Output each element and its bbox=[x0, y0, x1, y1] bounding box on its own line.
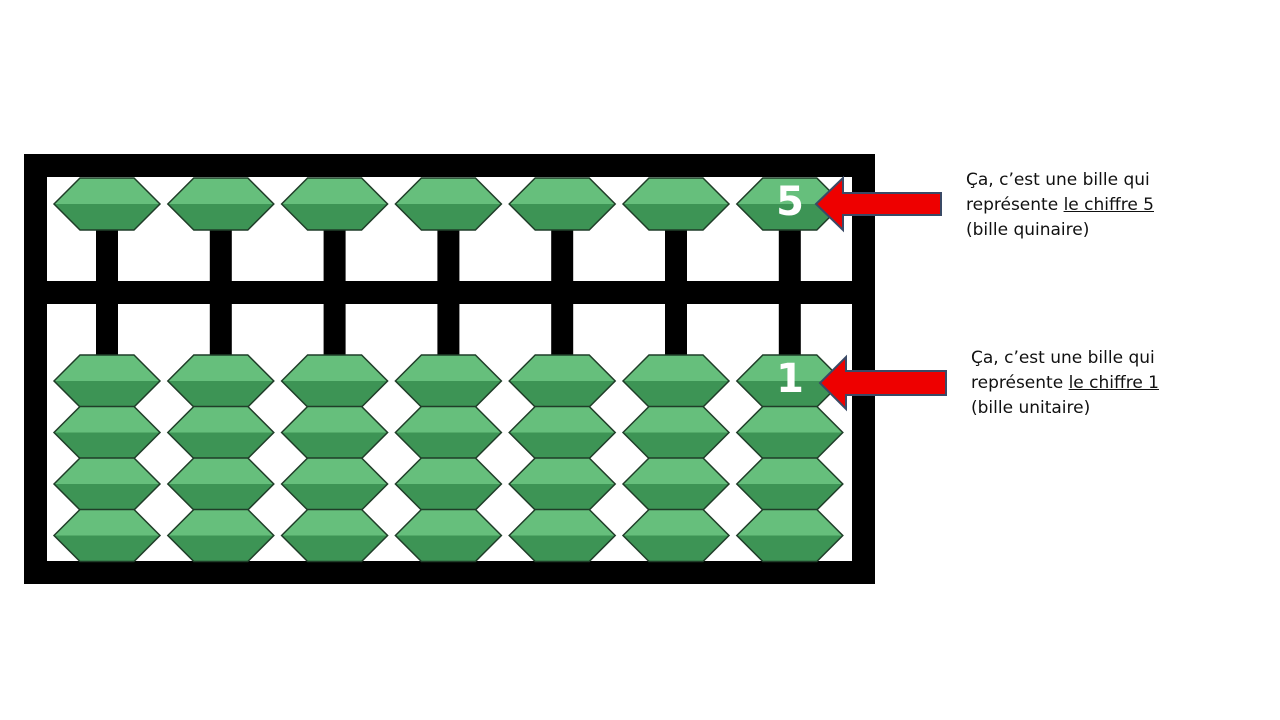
bead-unitaire bbox=[621, 508, 731, 563]
bead-quinaire bbox=[280, 177, 389, 231]
bead-unitaire bbox=[621, 354, 731, 408]
annotation-text: représente bbox=[971, 373, 1069, 393]
annotation-unitaire-bead: Ça, c’est une bille qui représente le ch… bbox=[971, 346, 1231, 421]
bead-unitaire bbox=[166, 457, 275, 511]
annotation-line: (bille quinaire) bbox=[966, 220, 1090, 240]
rod-lower-segment bbox=[551, 296, 574, 366]
bead-unitaire bbox=[280, 457, 389, 511]
annotation-line: représente le chiffre 5 bbox=[966, 193, 1226, 218]
bead-unitaire bbox=[280, 508, 389, 563]
arrow-to-unitaire-bead bbox=[818, 354, 947, 412]
bead-unitaire bbox=[735, 508, 844, 563]
bead-unitaire bbox=[508, 457, 617, 511]
bead-unitaire bbox=[280, 354, 389, 408]
bead-unitaire bbox=[508, 508, 617, 563]
bead-unitaire bbox=[52, 508, 162, 563]
bead-unitaire bbox=[735, 457, 844, 511]
annotation-line: Ça, c’est une bille qui bbox=[966, 170, 1150, 190]
annotation-line: représente le chiffre 1 bbox=[971, 371, 1231, 396]
bead-quinaire bbox=[394, 177, 503, 231]
bead-unitaire bbox=[735, 405, 844, 460]
bead-quinaire bbox=[621, 177, 731, 231]
annotation-underlined-text: le chiffre 5 bbox=[1063, 195, 1154, 215]
rod-upper-segment bbox=[323, 220, 346, 290]
bead-quinaire bbox=[166, 177, 275, 231]
bead-label-one: 1 bbox=[776, 356, 804, 402]
annotation-underlined-text: le chiffre 1 bbox=[1068, 373, 1159, 393]
bead-unitaire bbox=[394, 508, 503, 563]
bead-unitaire bbox=[508, 354, 617, 408]
rod-lower-segment bbox=[778, 296, 801, 366]
arrow-to-quinaire-bead bbox=[814, 175, 942, 233]
bead-quinaire bbox=[52, 177, 162, 231]
bead-unitaire bbox=[621, 405, 731, 460]
bead-labels: 5 1 bbox=[776, 179, 804, 402]
bead-unitaire bbox=[621, 457, 731, 511]
annotation-line: (bille unitaire) bbox=[971, 398, 1091, 418]
rod-upper-segment bbox=[437, 220, 460, 290]
abacus-rods bbox=[96, 220, 801, 366]
bead-unitaire bbox=[166, 405, 275, 460]
bead-unitaire bbox=[394, 457, 503, 511]
rod-upper-segment bbox=[778, 220, 801, 290]
bead-label-five: 5 bbox=[776, 179, 804, 225]
rod-upper-segment bbox=[209, 220, 232, 290]
rod-upper-segment bbox=[96, 220, 118, 290]
bead-unitaire bbox=[166, 508, 275, 563]
rod-upper-segment bbox=[665, 220, 687, 290]
rod-lower-segment bbox=[665, 296, 687, 366]
rod-lower-segment bbox=[323, 296, 346, 366]
bead-unitaire bbox=[280, 405, 389, 460]
rod-lower-segment bbox=[96, 296, 118, 366]
pointer-arrows bbox=[814, 175, 947, 412]
bead-unitaire bbox=[52, 354, 162, 408]
rod-lower-segment bbox=[209, 296, 232, 366]
annotation-quinaire-bead: Ça, c’est une bille qui représente le ch… bbox=[966, 168, 1226, 243]
bead-unitaire bbox=[52, 457, 162, 511]
rod-lower-segment bbox=[437, 296, 460, 366]
annotation-line: Ça, c’est une bille qui bbox=[971, 348, 1155, 368]
bead-quinaire bbox=[508, 177, 617, 231]
rod-upper-segment bbox=[551, 220, 574, 290]
bead-quinaire bbox=[735, 177, 844, 231]
annotation-text: représente bbox=[966, 195, 1064, 215]
abacus-beads bbox=[52, 177, 844, 563]
bead-unitaire bbox=[394, 354, 503, 408]
